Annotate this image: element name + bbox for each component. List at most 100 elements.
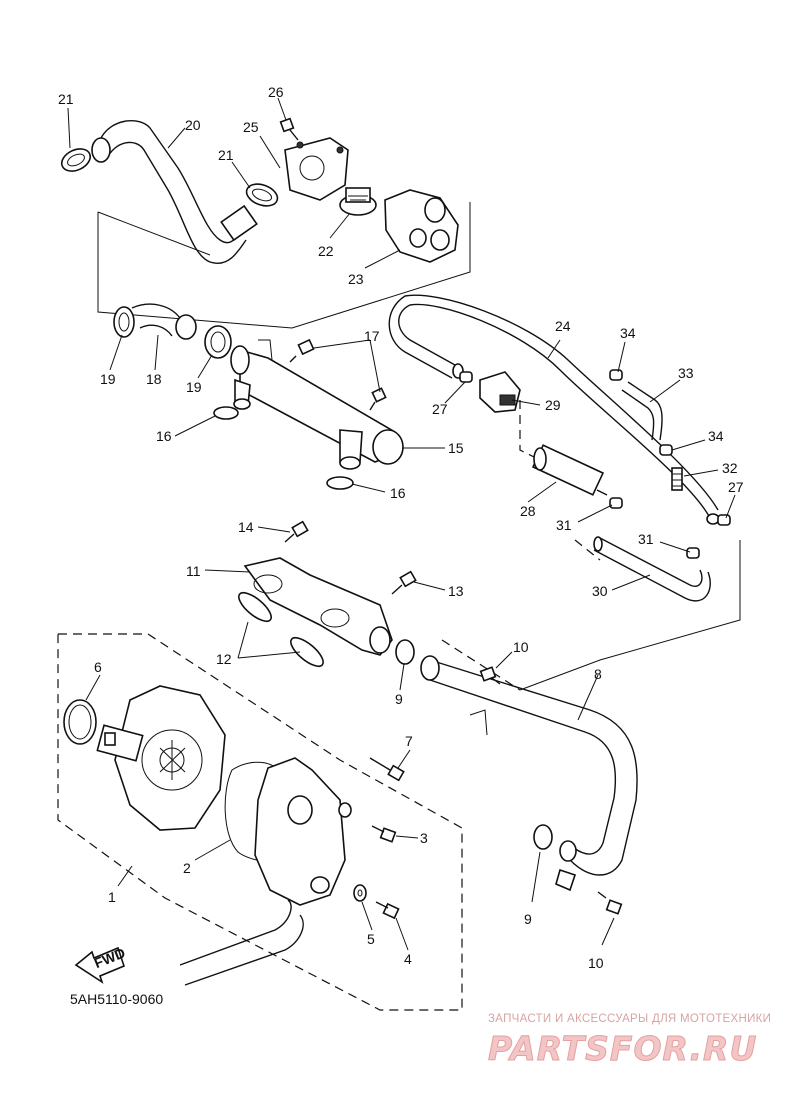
clamp-21-upper xyxy=(60,148,92,172)
callout-10a[interactable]: 10 xyxy=(513,639,529,655)
thermostat-housing-23 xyxy=(384,189,459,263)
callout-24[interactable]: 25 xyxy=(243,119,259,135)
callout-4[interactable]: 4 xyxy=(404,951,412,967)
water-pump-box xyxy=(57,633,463,1011)
bolt-4 xyxy=(375,901,400,920)
callout-9b[interactable]: 9 xyxy=(524,911,532,927)
callout-29[interactable]: 29 xyxy=(545,397,561,413)
hose-20-end xyxy=(91,137,111,163)
callout-33[interactable]: 33 xyxy=(678,365,694,381)
o-ring-16-lower xyxy=(326,476,354,490)
fitting-32 xyxy=(671,467,683,491)
hose-20 xyxy=(91,120,258,264)
thermostat-cover-24 xyxy=(284,137,349,201)
leader-lines xyxy=(67,97,736,951)
bolt-7 xyxy=(369,757,405,782)
bolt-13 xyxy=(391,570,417,595)
callout-27a[interactable]: 27 xyxy=(432,401,448,417)
fwd-arrow[interactable]: FWD xyxy=(74,944,127,984)
callout-10b[interactable]: 10 xyxy=(588,955,604,971)
callout-6[interactable]: 6 xyxy=(94,659,102,675)
bolt-10-lower xyxy=(597,891,623,915)
hose-30 xyxy=(593,536,711,602)
callout-19a[interactable]: 19 xyxy=(100,371,116,387)
water-pipe-15 xyxy=(230,339,404,470)
o-ring-16-upper xyxy=(213,406,239,420)
upper-bracket-diag xyxy=(97,211,211,256)
holder-29 xyxy=(479,371,521,413)
callout-18[interactable]: 18 xyxy=(146,371,162,387)
thermostat-22 xyxy=(339,187,377,216)
o-ring-12-b xyxy=(290,636,324,668)
clip-31-lower xyxy=(686,547,700,559)
callout-8[interactable]: 8 xyxy=(594,666,602,682)
callout-20[interactable]: 20 xyxy=(185,117,201,133)
o-ring-12-a xyxy=(238,591,272,623)
watermark-logo: PARTSFOR.RU xyxy=(488,1029,757,1068)
washer-5 xyxy=(353,884,367,902)
callout-34a[interactable]: 34 xyxy=(620,325,636,341)
bolt-17-upper xyxy=(289,338,315,363)
clip-27-left xyxy=(459,371,473,383)
callout-5[interactable]: 5 xyxy=(367,931,375,947)
filter-dash-2 xyxy=(574,539,601,561)
pipe-bracket xyxy=(519,540,741,691)
callout-2[interactable]: 2 xyxy=(183,860,191,876)
callout-labels: 21 20 21 25 26 22 23 19 18 19 16 17 15 1… xyxy=(58,84,744,971)
callout-16b[interactable]: 16 xyxy=(390,485,406,501)
hose-33 xyxy=(621,381,663,441)
bolt-3 xyxy=(371,825,397,843)
callout-27b[interactable]: 27 xyxy=(728,479,744,495)
callout-31b[interactable]: 31 xyxy=(638,531,654,547)
bolt-25 xyxy=(279,117,299,141)
pipe-bracket-dash xyxy=(441,639,521,691)
callout-32[interactable]: 32 xyxy=(722,460,738,476)
callout-9a[interactable]: 9 xyxy=(395,691,403,707)
callout-11[interactable]: 11 xyxy=(186,563,201,579)
callout-28[interactable]: 28 xyxy=(520,503,536,519)
lower-hose xyxy=(179,899,304,986)
o-ring-9-upper xyxy=(395,639,415,665)
watermark: ЗАПЧАСТИ И АКСЕССУАРЫ ДЛЯ МОТОТЕХНИКИ PA… xyxy=(488,1013,771,1069)
clamp-21-lower xyxy=(245,183,279,207)
water-pump-cover xyxy=(254,757,352,906)
upper-bracket xyxy=(97,202,471,329)
clip-31-upper xyxy=(609,497,623,509)
callout-16a[interactable]: 16 xyxy=(156,428,172,444)
callout-13[interactable]: 13 xyxy=(448,583,464,599)
callout-3[interactable]: 3 xyxy=(420,830,428,846)
callout-25[interactable]: 26 xyxy=(268,84,284,100)
callout-22[interactable]: 22 xyxy=(318,243,334,259)
callout-17[interactable]: 17 xyxy=(364,328,380,344)
clip-34-upper xyxy=(609,369,623,381)
clamp-19-right xyxy=(204,325,232,359)
o-ring-9-lower xyxy=(533,824,553,850)
bolt-14 xyxy=(284,520,309,543)
outlet-pipe-11 xyxy=(243,557,393,656)
callout-30[interactable]: 30 xyxy=(592,583,608,599)
callout-14[interactable]: 14 xyxy=(238,519,254,535)
clamp-19-left xyxy=(113,306,135,338)
o-ring-6 xyxy=(63,699,97,745)
bolt-17-lower xyxy=(369,387,387,411)
hose-18 xyxy=(131,303,197,340)
callout-34b[interactable]: 34 xyxy=(708,428,724,444)
callout-7[interactable]: 7 xyxy=(405,733,413,749)
callout-21b[interactable]: 21 xyxy=(218,147,234,163)
filter-28 xyxy=(531,444,608,496)
callout-21a[interactable]: 21 xyxy=(58,91,74,107)
callout-26[interactable]: 24 xyxy=(555,318,571,334)
water-pump-body xyxy=(96,685,226,831)
part-code: 5AH5110-9060 xyxy=(70,991,163,1007)
callout-15[interactable]: 15 xyxy=(448,440,464,456)
callout-31a[interactable]: 31 xyxy=(556,517,572,533)
pipe-8 xyxy=(420,655,638,892)
clip-34-lower xyxy=(659,444,673,456)
callout-19b[interactable]: 19 xyxy=(186,379,202,395)
clip-27-right xyxy=(717,514,731,526)
callout-1[interactable]: 1 xyxy=(108,889,116,905)
callout-23[interactable]: 23 xyxy=(348,271,364,287)
watermark-tagline: ЗАПЧАСТИ И АКСЕССУАРЫ ДЛЯ МОТОТЕХНИКИ xyxy=(488,1013,771,1025)
callout-12[interactable]: 12 xyxy=(216,651,232,667)
